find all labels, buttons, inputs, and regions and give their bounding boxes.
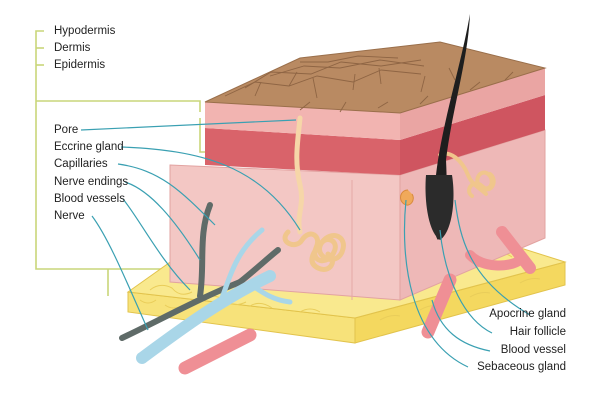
label-eccrine-gland: Eccrine gland <box>54 140 124 154</box>
label-apocrine-gland: Apocrine gland <box>489 307 566 321</box>
label-epidermis: Epidermis <box>54 58 105 72</box>
label-capillaries: Capillaries <box>54 157 108 171</box>
label-nerve-endings: Nerve endings <box>54 175 128 189</box>
label-dermis: Dermis <box>54 41 90 55</box>
label-blood-vessels: Blood vessels <box>54 192 125 206</box>
label-hypodermis: Hypodermis <box>54 24 115 38</box>
label-blood-vessel: Blood vessel <box>501 343 566 357</box>
label-sebaceous-gland: Sebaceous gland <box>477 360 566 374</box>
label-hair-follicle: Hair follicle <box>510 325 566 339</box>
label-nerve: Nerve <box>54 209 85 223</box>
label-pore: Pore <box>54 123 78 137</box>
